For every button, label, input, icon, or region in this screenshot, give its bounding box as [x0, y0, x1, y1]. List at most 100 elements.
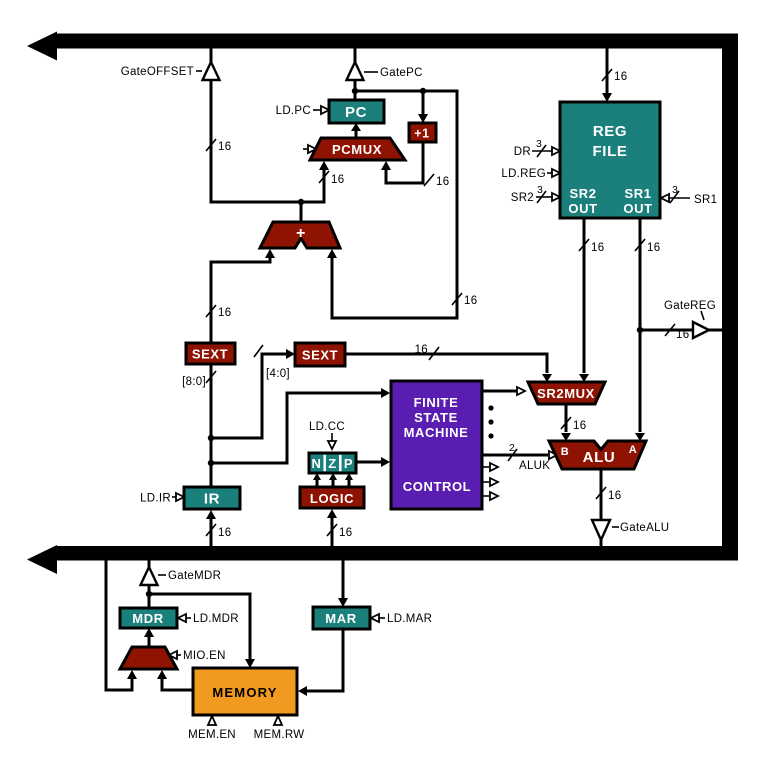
- gate-mdr-buffer-icon: [138, 564, 160, 587]
- width16-gateoffset: 16: [218, 141, 231, 153]
- wire-sr2mux-to-alu: [560, 404, 572, 441]
- width16-pc-feedback: 16: [464, 295, 477, 307]
- pcmux-label: PCMUX: [332, 142, 382, 157]
- width16-sr1out: 16: [647, 242, 660, 254]
- wire-fsm-control-stubs: [482, 461, 501, 502]
- width3-sr2: 3: [537, 184, 543, 196]
- width16-gatereg: 16: [676, 329, 689, 341]
- fsm-label-2: STATE: [414, 410, 458, 425]
- nzp-n-label: N: [312, 456, 322, 471]
- ldmdr-label: LD.MDR: [193, 613, 239, 625]
- dr-stub: [532, 144, 563, 158]
- reg-file-block: [558, 100, 662, 220]
- pc-label: PC: [345, 104, 367, 121]
- ir-4-0-label: [4:0]: [266, 368, 290, 380]
- sr2mux-block: [525, 380, 608, 406]
- top-bus-left-arrow-icon: [27, 31, 57, 61]
- fsm-ellipsis-dots: [488, 405, 494, 439]
- sr2-label: SR2: [511, 192, 534, 204]
- gateoffset-label: GateOFFSET: [121, 66, 194, 78]
- width3-sr1: 3: [672, 184, 678, 196]
- dr-label: DR: [514, 146, 531, 158]
- sr2mux-label: SR2MUX: [537, 386, 595, 401]
- nzp-z-label: Z: [328, 456, 337, 471]
- memrw-stub: [272, 713, 284, 726]
- wire-fsm-aluk: [482, 448, 560, 462]
- top-bus-bar: [55, 33, 738, 49]
- width3-dr: 3: [536, 138, 542, 150]
- sext4-label: SEXT: [302, 348, 338, 363]
- regfile-label-1: REG: [593, 123, 627, 140]
- wire-sext4-to-sr2mux: [345, 346, 552, 382]
- fsm-label-4: CONTROL: [403, 479, 471, 494]
- sr1out-label-2: OUT: [623, 201, 652, 216]
- sr2-stub: [536, 190, 563, 204]
- wire-pcmux-to-pc: [351, 123, 361, 138]
- alu-b-label: B: [561, 446, 570, 458]
- ldir-stub: [172, 491, 187, 503]
- ldmar-label: LD.MAR: [387, 613, 432, 625]
- mio-en-mux-block: [117, 645, 180, 671]
- alu-a-label: A: [629, 444, 638, 456]
- gatealu-label: GateALU: [620, 522, 669, 534]
- wire-sr1out-to-alu: [634, 218, 646, 441]
- wire-ldcc: [326, 433, 338, 452]
- wire-bus-to-regfile: [601, 48, 613, 102]
- wire-bus-to-ir: [205, 510, 217, 546]
- pcmux-select-stub: [303, 143, 319, 155]
- wire-bus-to-miomux: [104, 560, 137, 692]
- width16-sr2out: 16: [591, 242, 604, 254]
- gatereg-label: GateREG: [664, 300, 716, 312]
- pc-register: [327, 98, 386, 125]
- mdr-label: MDR: [132, 611, 163, 626]
- wire-ir-to-fsm: [211, 388, 390, 465]
- width2-aluk: 2: [509, 442, 515, 454]
- sr1-label: SR1: [694, 194, 717, 206]
- sr1out-label-1: SR1: [624, 186, 651, 201]
- width16-pcmux-left: 16: [331, 174, 344, 186]
- mioen-label: MIO.EN: [183, 650, 226, 662]
- width16-sext4-out: 16: [415, 344, 428, 356]
- fsm-label-1: FINITE: [414, 395, 459, 410]
- nzp-register: [307, 451, 358, 475]
- wire-ir40-to-sext: [211, 344, 295, 440]
- wire-mdr-to-memory: [149, 592, 255, 668]
- aluk-label: ALUK: [519, 460, 550, 472]
- label-connector-dashes: [158, 70, 619, 576]
- alu-block: [546, 439, 649, 471]
- width16-pcmux-right: 16: [436, 176, 449, 188]
- wire-ir-column: [205, 364, 217, 487]
- ir-label: IR: [204, 491, 220, 508]
- ldreg-stub: [547, 167, 563, 179]
- width16-ir-in: 16: [218, 527, 231, 539]
- ldir-label: LD.IR: [140, 493, 171, 505]
- gate-alu-buffer-icon: [590, 518, 612, 543]
- system-bus: [27, 31, 738, 574]
- regfile-label-2: FILE: [593, 143, 628, 160]
- adder-label: +: [296, 225, 306, 242]
- wire-plus1-in: [418, 91, 428, 123]
- sr1-stub: [658, 190, 690, 204]
- alu-label: ALU: [583, 449, 616, 466]
- junction-dots: [145, 87, 644, 598]
- wire-bus-to-mar: [338, 560, 348, 607]
- wire-bus-to-logic: [326, 509, 338, 546]
- logic-block: [298, 485, 366, 510]
- gate-offset-buffer-icon: [200, 59, 222, 82]
- plus1-label: +1: [414, 127, 429, 141]
- gatemdr-label: GateMDR: [168, 570, 221, 582]
- wire-miomux-to-mdr: [144, 628, 154, 647]
- wire-memory-to-miomux: [157, 670, 193, 692]
- sr2out-label-1: SR2: [569, 186, 596, 201]
- pcmux-block: [307, 136, 408, 162]
- bottom-bus-bar: [55, 546, 738, 561]
- memory-label: MEMORY: [212, 685, 277, 700]
- ir-8-0-label: [8:0]: [182, 376, 206, 388]
- memory-block: [191, 666, 299, 717]
- sext-8-0-block: [184, 341, 237, 366]
- width16-regfile-in: 16: [614, 71, 627, 83]
- ldcc-label: LD.CC: [309, 421, 345, 433]
- ldmdr-stub: [175, 612, 191, 624]
